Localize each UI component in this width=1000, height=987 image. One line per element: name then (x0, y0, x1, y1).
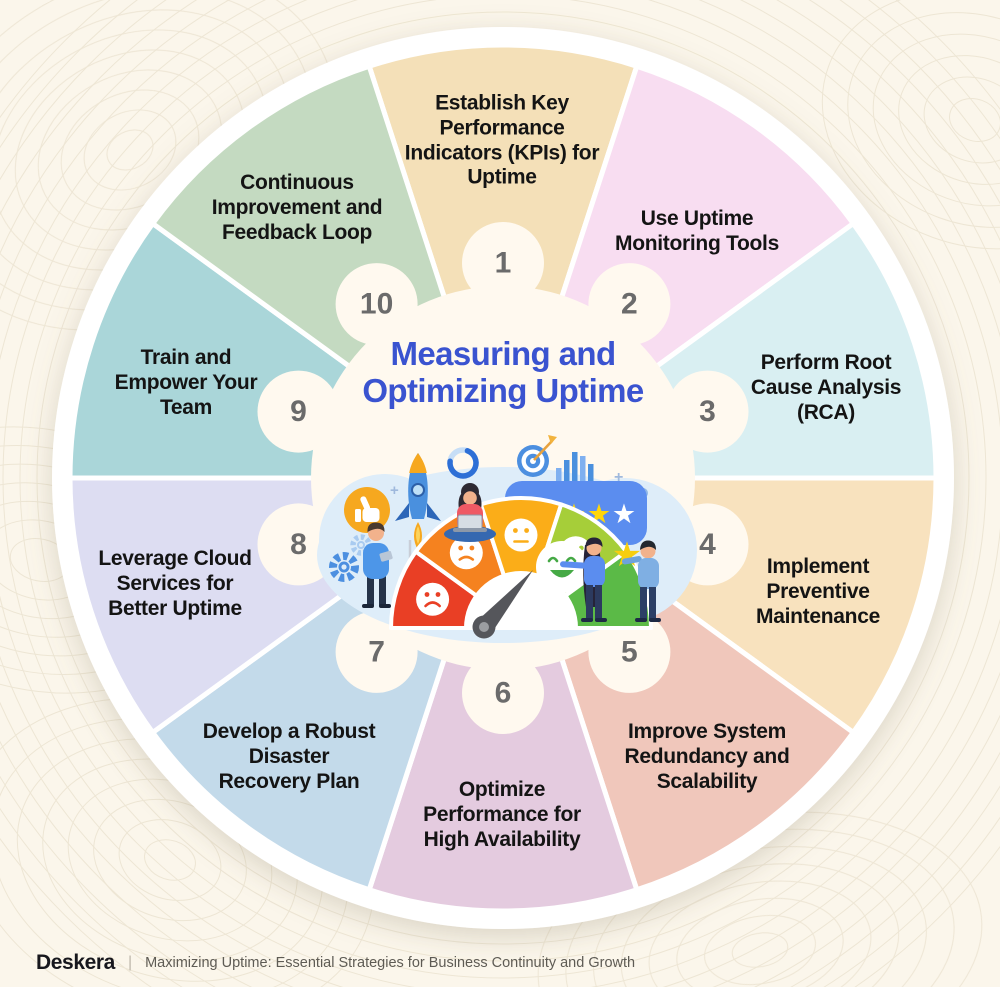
segment-label-2: Use Uptime Monitoring Tools (615, 207, 779, 255)
number-bubble-9 (257, 370, 340, 453)
number-bubble-2 (588, 263, 671, 346)
thumbs-up-icon (344, 487, 390, 533)
segment-label-6: Optimize Performance for High Availabili… (423, 777, 581, 851)
gauge-face-very-bad (416, 582, 450, 616)
person-man-star: ★ (612, 535, 661, 622)
star-icon: ★ (612, 499, 636, 530)
number-bubble-3 (666, 370, 749, 453)
number-bubble-1 (462, 222, 544, 304)
star-icon: ★ (612, 535, 642, 575)
brand-logo: Deskera (36, 951, 115, 974)
segment-label-7: Develop a Robust Disaster Recovery Plan (202, 719, 376, 793)
gauge-needle (472, 570, 533, 639)
segment-label-9: Train and Empower Your Team (114, 345, 258, 419)
segment-number-4: 4 (699, 528, 716, 561)
number-bubble-7 (335, 610, 418, 693)
footer-tagline: Maximizing Uptime: Essential Strategies … (145, 955, 636, 971)
number-bubble-10 (335, 263, 418, 346)
person-woman-laptop (444, 483, 496, 542)
segment-number-bubbles: 1 2 3 4 5 6 7 8 9 10 (257, 222, 749, 734)
progress-ring-icon (447, 447, 479, 479)
segment-label-3: Perform Root Cause Analysis (RCA) (750, 350, 902, 424)
person-woman-badge (559, 537, 607, 622)
segment-number-7: 7 (368, 635, 385, 668)
gauge-face-neutral (504, 518, 538, 552)
segment-number-9: 9 (290, 395, 307, 428)
person-man-tablet (362, 522, 393, 608)
segment-label-4: Implement Preventive Maintenance (756, 554, 880, 628)
segment-label-8: Leverage Cloud Services for Better Uptim… (98, 546, 252, 620)
segment-number-5: 5 (621, 635, 638, 668)
segment-number-10: 10 (360, 288, 393, 321)
footer: Deskera | Maximizing Uptime: Essential S… (36, 951, 635, 975)
segment-label-1: Establish Key Performance Indicators (KP… (404, 91, 600, 189)
plus-decoration: + (390, 482, 399, 499)
segment-number-8: 8 (290, 528, 307, 561)
footer-divider: | (127, 954, 133, 971)
segment-label-5: Improve System Redundancy and Scalabilit… (624, 719, 790, 793)
segment-label-10: Continuous Improvement and Feedback Loop (211, 170, 383, 244)
plus-decoration: + (614, 469, 623, 486)
number-bubble-6 (462, 652, 544, 734)
gauge-face-bad (449, 536, 483, 570)
segment-number-6: 6 (495, 677, 512, 710)
segment-number-1: 1 (495, 247, 512, 280)
target-icon (517, 435, 557, 477)
segment-number-2: 2 (621, 288, 638, 321)
segment-number-3: 3 (699, 395, 716, 428)
number-bubble-5 (588, 610, 671, 693)
infographic-title: Measuring and Optimizing Uptime (362, 335, 644, 409)
center-illustration: + ★ ★ ★ ★ ★ + (317, 435, 697, 643)
